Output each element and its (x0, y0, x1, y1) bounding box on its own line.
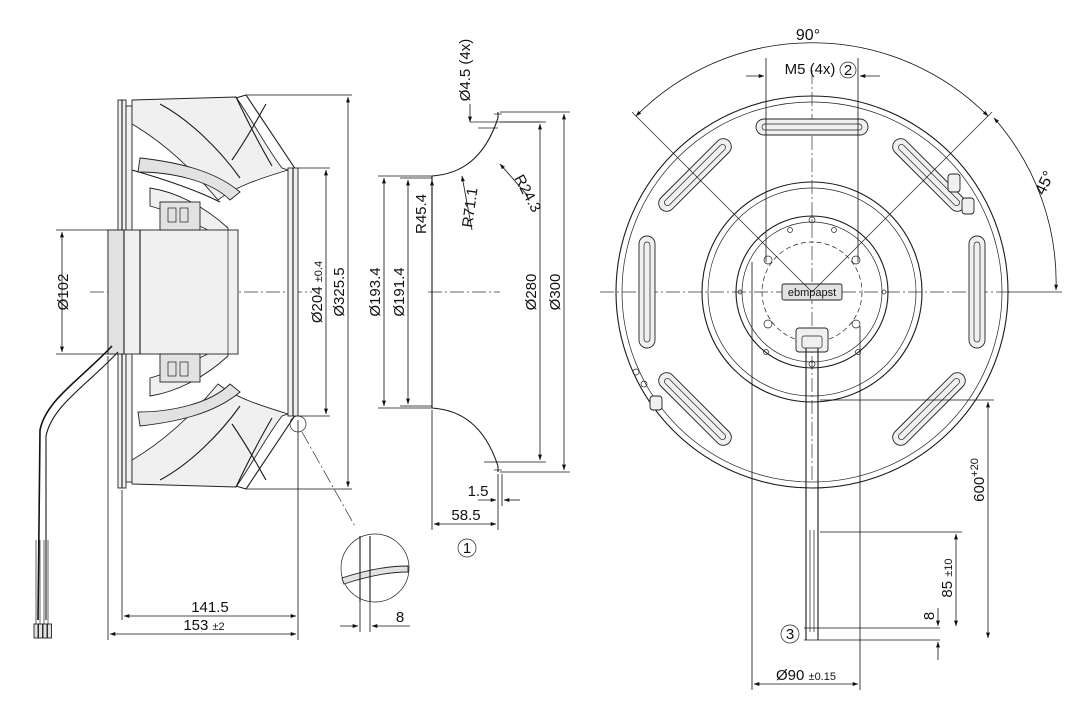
dim-outer-dia: Ø325.5 (331, 267, 348, 316)
dim-nozzle-dia-d: Ø300 (547, 274, 564, 311)
dim-motor-dia: Ø102 (55, 274, 72, 311)
dim-length-1: 141.5 (191, 599, 229, 616)
hub (735, 215, 889, 369)
dim-angle-b: 45° (1032, 169, 1058, 198)
motor (107, 201, 239, 383)
dim-thread: M5 (4x) (785, 61, 836, 78)
dim-radius-b: R71.1 (459, 187, 481, 229)
dim-nozzle-w-b: 58.5 (451, 507, 480, 524)
nozzle-profile (431, 112, 499, 177)
dim-detail-width: 8 (396, 609, 404, 626)
dim-bolt-circle: Ø90 ±0.15 (776, 667, 836, 684)
callout-1 (457, 538, 477, 558)
callout-2-label: 2 (844, 62, 852, 79)
dim-strip-length: 85 ±10 (939, 558, 956, 597)
front-cable (804, 348, 940, 641)
brand-label: ebmpapst (788, 287, 836, 299)
dim-nozzle-dia-b: Ø191.4 (391, 267, 408, 316)
dim-nozzle-w-a: 1.5 (468, 483, 489, 500)
side-view: Ø102 Ø204 ±0.4 Ø325.5 141.5 153 ±2 8 (33, 94, 410, 640)
callout-3 (780, 624, 800, 644)
nozzle-view: Ø4.5 (4x) R24.3 R71.1 R45.4 Ø193.4 Ø191.… (367, 39, 570, 558)
dim-nozzle-dia-a: Ø193.4 (367, 267, 384, 316)
dim-cable-length: 600+20 (969, 458, 988, 502)
dim-ring-dia: Ø204 ±0.4 (309, 261, 326, 323)
callout-3-label: 3 (786, 626, 794, 643)
dim-length-2: 153 ±2 (183, 617, 224, 634)
front-view: ebmpapst 90° 45° M5 (4x) 2 (600, 27, 1062, 690)
dim-nozzle-dia-c: Ø280 (523, 274, 540, 311)
cable (33, 345, 119, 639)
callout-1-label: 1 (463, 540, 471, 557)
screw-holes (632, 216, 887, 388)
callout-2 (839, 61, 857, 79)
dim-tip-length: 8 (921, 612, 938, 620)
dim-radius-c: R45.4 (413, 194, 430, 234)
dim-angle-a: 90° (796, 27, 820, 44)
dim-radius-a: R24.3 (510, 172, 544, 215)
dim-hole: Ø4.5 (4x) (457, 39, 474, 102)
detail-view (340, 533, 410, 603)
